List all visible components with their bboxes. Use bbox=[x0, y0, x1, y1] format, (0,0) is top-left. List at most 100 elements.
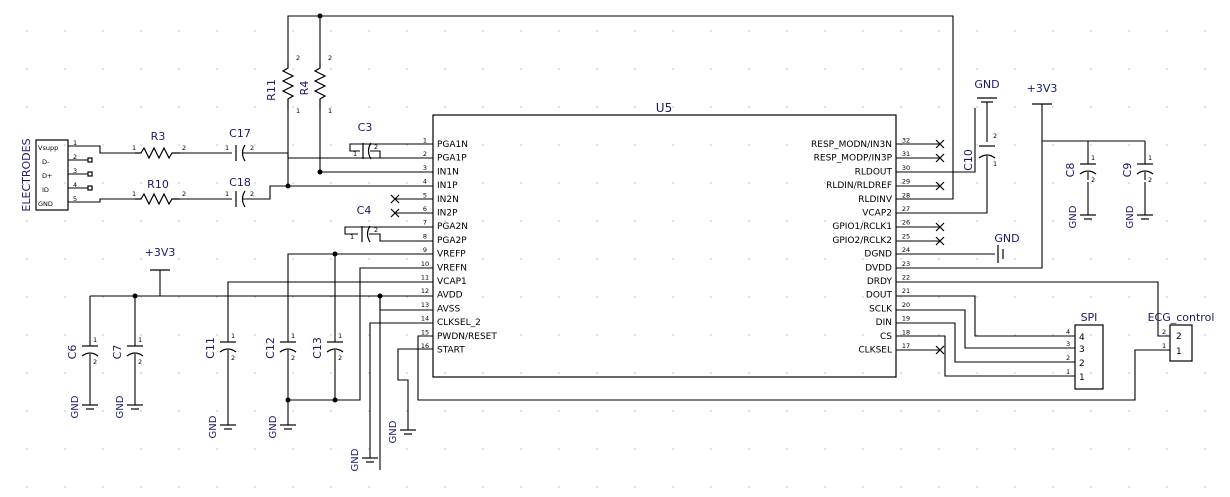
pin-name: AVDD bbox=[437, 291, 463, 301]
spi-num2: 2 bbox=[1066, 354, 1070, 362]
pin-number: 27 bbox=[902, 205, 910, 213]
pin-number: 15 bbox=[421, 328, 429, 336]
spi-wiring bbox=[896, 295, 1075, 377]
c13-label: C13 bbox=[311, 337, 324, 359]
econ-num5: 5 bbox=[73, 195, 77, 203]
dgnd-label: GND bbox=[994, 232, 1019, 245]
c4-label: C4 bbox=[357, 204, 372, 217]
gnd-symbol: GND bbox=[208, 415, 236, 438]
gnd-label: GND bbox=[208, 415, 219, 438]
pin-name: DOUT bbox=[866, 291, 893, 301]
electrodes-body bbox=[35, 139, 69, 211]
pin-number: 12 bbox=[421, 287, 429, 295]
pin-number: 28 bbox=[902, 191, 910, 199]
c17-pin1: 1 bbox=[225, 144, 229, 152]
pin-number: 19 bbox=[902, 315, 910, 323]
pin-number: 11 bbox=[421, 274, 429, 282]
gnd-symbol: GND bbox=[350, 448, 378, 471]
spi-pin2: 2 bbox=[1079, 359, 1085, 369]
ecg-control-connector: ECG_control 2 1 2 1 bbox=[1148, 311, 1214, 362]
dgnd-network: GND bbox=[896, 232, 1020, 263]
spi-pin1: 1 bbox=[1079, 373, 1085, 383]
pin-number: 25 bbox=[902, 232, 910, 240]
r3-pin1: 1 bbox=[132, 144, 136, 152]
econ-num1: 1 bbox=[73, 139, 77, 147]
c12-pin2: 2 bbox=[291, 354, 295, 362]
pin-number: 23 bbox=[902, 260, 910, 268]
pin-name: CS bbox=[880, 332, 892, 342]
c8-pin1: 1 bbox=[1091, 154, 1095, 162]
c13-pin2: 2 bbox=[338, 354, 342, 362]
ecg-num2: 2 bbox=[1162, 328, 1166, 336]
c12-pin1: 1 bbox=[291, 332, 295, 340]
r10-label: R10 bbox=[147, 178, 169, 191]
gnd-label: GND bbox=[350, 448, 361, 471]
chip-u5-body bbox=[432, 114, 897, 378]
pin-number: 26 bbox=[902, 219, 910, 227]
spi-connector: SPI 4 3 2 1 4 3 2 1 bbox=[1066, 311, 1104, 390]
pin-name: RESP_MODP/IN3P bbox=[814, 154, 893, 164]
spi-body bbox=[1074, 324, 1104, 390]
resistor-r11: R11 2 1 bbox=[265, 54, 300, 115]
c7-label: C7 bbox=[111, 345, 124, 360]
r4-pin1: 1 bbox=[328, 107, 332, 115]
electrode-pin-vsupp: Vsupp bbox=[38, 144, 58, 152]
spi-num3: 3 bbox=[1066, 340, 1070, 348]
pin-number: 2 bbox=[423, 150, 427, 158]
r10-pin1: 1 bbox=[132, 190, 136, 198]
capacitor-c3: C3 1 2 bbox=[349, 121, 433, 160]
r10-pin2: 2 bbox=[182, 190, 186, 198]
pin-name: PGA1P bbox=[437, 154, 467, 164]
c8-pin2: 2 bbox=[1091, 176, 1095, 184]
input-path-2: R10 C18 1 2 1 2 bbox=[90, 176, 288, 208]
pin-name: RLDOUT bbox=[855, 167, 893, 177]
c11-label: C11 bbox=[204, 337, 217, 359]
c7-pin2: 2 bbox=[138, 358, 142, 366]
c10-pin2: 2 bbox=[993, 132, 997, 140]
pin-name: PWDN/RESET bbox=[437, 332, 497, 342]
pin-number: 22 bbox=[902, 274, 910, 282]
pin-number: 1 bbox=[423, 137, 427, 145]
spi-label: SPI bbox=[1081, 311, 1098, 324]
pin-number: 14 bbox=[421, 315, 429, 323]
pin-number: 21 bbox=[902, 287, 910, 295]
v33-right-label: +3V3 bbox=[1027, 82, 1058, 95]
gnd-label: GND bbox=[70, 395, 81, 418]
spi-pin4: 4 bbox=[1079, 333, 1085, 343]
pin-number: 9 bbox=[423, 246, 427, 254]
c11-pin1: 1 bbox=[231, 332, 235, 340]
electrodes-label: ELECTRODES bbox=[20, 138, 33, 211]
pin-name: SCLK bbox=[869, 304, 893, 314]
electrode-pin-dminus: D- bbox=[42, 158, 50, 166]
c10-pin1: 1 bbox=[993, 160, 997, 168]
gnd-symbol: GND bbox=[70, 395, 98, 418]
pin-name: AVSS bbox=[437, 304, 460, 314]
c3-pin2: 2 bbox=[374, 143, 378, 151]
v33-left-label: +3V3 bbox=[145, 246, 176, 259]
pin-number: 4 bbox=[423, 178, 427, 186]
econ-num2: 2 bbox=[73, 153, 77, 161]
ecg-wiring bbox=[896, 281, 1170, 337]
input-path-1: R3 C17 1 2 1 2 bbox=[90, 127, 433, 162]
r11-pin1: 1 bbox=[296, 107, 300, 115]
